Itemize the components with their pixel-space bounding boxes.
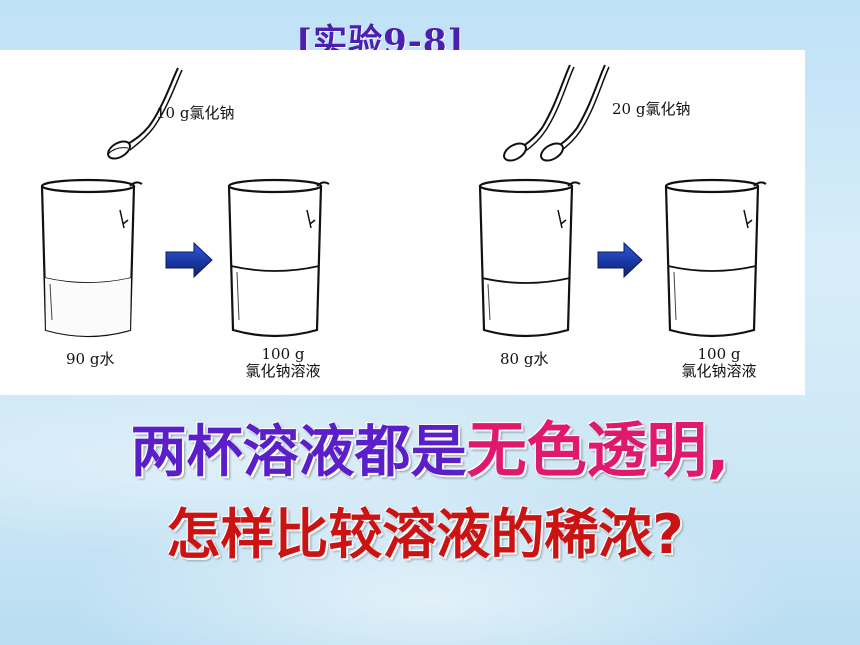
- result-solution-right: 氯化钠溶液: [681, 362, 757, 380]
- result-mass-right: 100 g: [697, 345, 741, 363]
- salt-label-right: 20 g氯化钠: [612, 100, 691, 118]
- beaker-icon: [478, 178, 581, 338]
- water-label-right: 80 g水: [500, 350, 549, 368]
- beaker-icon: [664, 178, 767, 338]
- experiment-illustration: [40, 64, 767, 338]
- spoon-icon: [503, 64, 575, 162]
- result-label-right: 100 g 氯化钠溶液: [664, 346, 774, 380]
- result-solution-left: 氯化钠溶液: [245, 362, 321, 380]
- salt-label-left: 10 g氯化钠: [156, 104, 235, 122]
- result-mass-left: 100 g: [261, 345, 305, 363]
- beaker-icon: [40, 178, 143, 338]
- beaker-icon: [227, 178, 330, 338]
- experiment-panel: 10 g氯化钠 20 g氯化钠 90 g水 80 g水 100 g 氯化钠溶液 …: [0, 50, 805, 395]
- question-line-2: 怎样比较溶液的稀浓?: [166, 503, 684, 566]
- question-part-purple: 两杯溶液都是: [130, 420, 467, 485]
- spoon-icon: [540, 64, 610, 162]
- spoon-icon: [107, 67, 183, 160]
- arrow-right-icon: [597, 241, 643, 279]
- water-label-left: 90 g水: [66, 350, 115, 368]
- question-part-pink: 无色透明,: [466, 416, 730, 486]
- arrow-right-icon: [165, 241, 213, 279]
- result-label-left: 100 g 氯化钠溶液: [228, 346, 338, 380]
- question-line-1: 两杯溶液都是无色透明,: [0, 402, 860, 489]
